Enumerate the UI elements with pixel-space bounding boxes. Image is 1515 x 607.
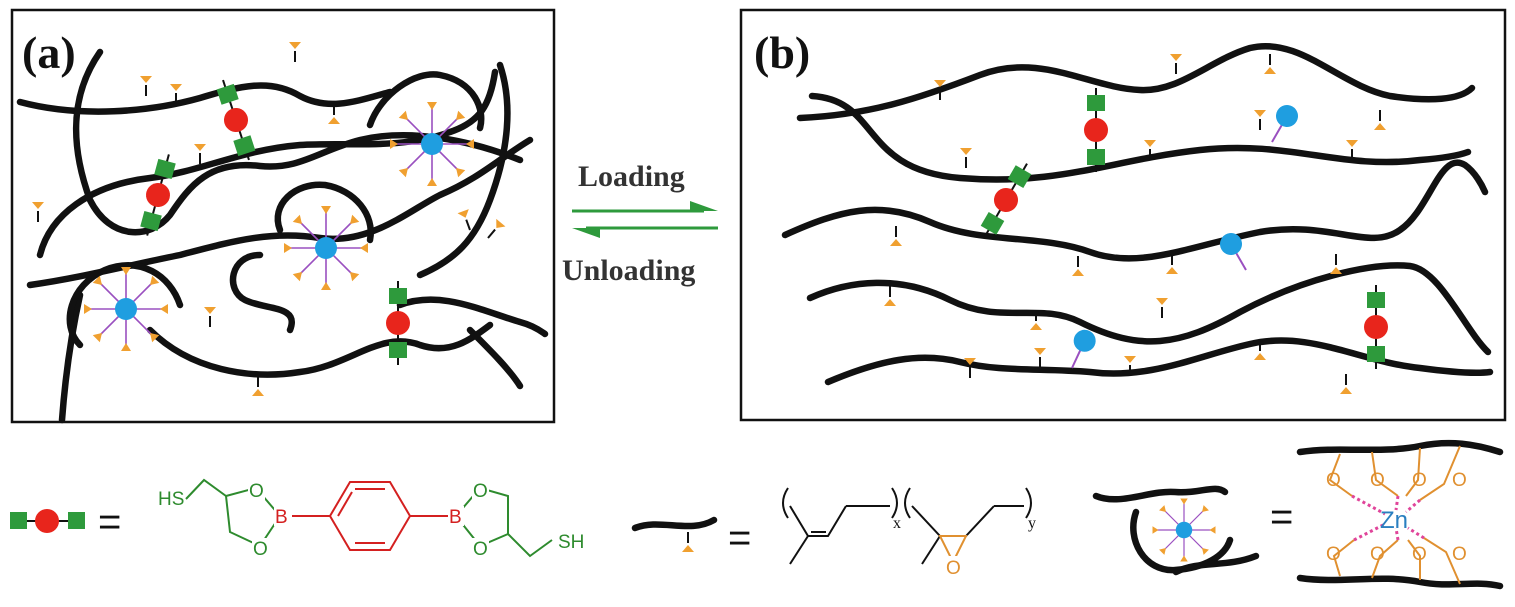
zinc-complex-equals: = bbox=[1270, 495, 1293, 539]
zinc-complex-structure: O O O O O O O O Zn bbox=[1296, 439, 1504, 590]
panel-b: (b) bbox=[739, 8, 1507, 422]
legend-zinc-complex: = O O O bbox=[1092, 439, 1504, 590]
oxygen-label: O bbox=[253, 539, 268, 560]
zn-oxygen-label: O bbox=[1412, 470, 1427, 491]
panel-a: (a) bbox=[10, 8, 556, 424]
panel-a-chains bbox=[16, 48, 549, 424]
zinc-complex-symbol bbox=[1092, 485, 1260, 576]
panel-a-label: (a) bbox=[22, 27, 76, 78]
boron-label: B bbox=[449, 507, 462, 528]
loading-label: Loading bbox=[578, 160, 685, 193]
oxygen-label: O bbox=[473, 481, 488, 502]
unloading-label: Unloading bbox=[562, 254, 695, 287]
boron-label: B bbox=[275, 507, 288, 528]
crosslinker-symbol bbox=[10, 509, 85, 533]
zn-oxygen-label: O bbox=[1370, 470, 1385, 491]
oxygen-label: O bbox=[473, 539, 488, 560]
crosslinker-structure: HS O O B B O O SH bbox=[158, 478, 584, 560]
thiol-left-label: HS bbox=[158, 489, 184, 510]
chain-symbol bbox=[631, 516, 718, 532]
panel-a-frame bbox=[10, 8, 556, 424]
subscript-x: x bbox=[893, 515, 901, 532]
equilibrium-arrows: Loading Unloading bbox=[562, 160, 718, 287]
zn-oxygen-label: O bbox=[1370, 544, 1385, 565]
epoxide-oxygen-label: O bbox=[946, 558, 961, 579]
subscript-y: y bbox=[1028, 515, 1036, 532]
zn-oxygen-label: O bbox=[1412, 544, 1427, 565]
panel-b-label: (b) bbox=[754, 27, 810, 78]
panel-b-frame bbox=[739, 8, 1507, 422]
legend-crosslinker: = HS O O B B O O bbox=[10, 478, 584, 560]
zn-oxygen-label: O bbox=[1452, 470, 1467, 491]
chain-structure bbox=[782, 487, 1032, 565]
crosslinker-equals: = bbox=[98, 500, 121, 544]
oxygen-label: O bbox=[249, 481, 264, 502]
legend-chain: = O x y bbox=[631, 487, 1036, 579]
chain-equals: = bbox=[728, 516, 751, 560]
zn-oxygen-label: O bbox=[1452, 544, 1467, 565]
zn-oxygen-label: O bbox=[1326, 470, 1341, 491]
zn-oxygen-label: O bbox=[1326, 544, 1341, 565]
zinc-label: Zn bbox=[1380, 507, 1408, 534]
thiol-right-label: SH bbox=[558, 532, 584, 553]
